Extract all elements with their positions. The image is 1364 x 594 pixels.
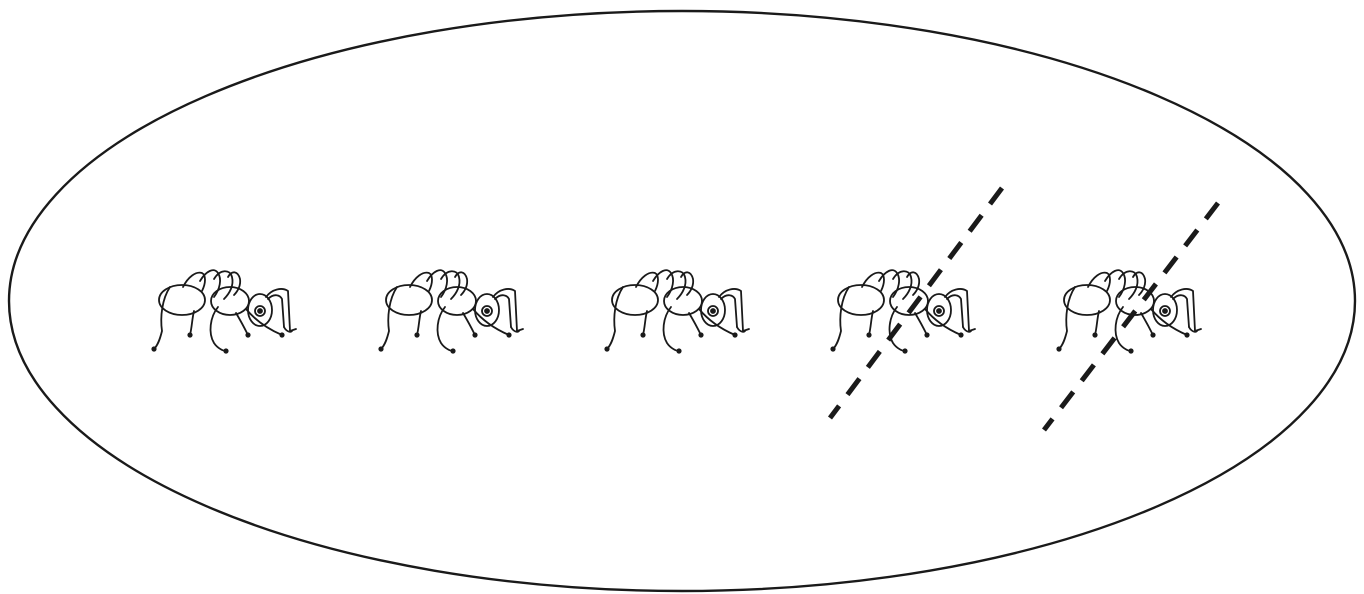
ant-1: [151, 270, 296, 353]
ant-leg: [236, 313, 248, 335]
ant-foot: [924, 332, 929, 337]
ant-foot: [958, 332, 963, 337]
ant-abdomen: [159, 285, 205, 315]
ant-foot: [279, 332, 284, 337]
ant-foot: [187, 332, 192, 337]
ant-leg: [463, 313, 475, 335]
ant-pupil: [485, 309, 489, 313]
ant-foot: [640, 332, 645, 337]
cross-out-dashed-line: [1044, 203, 1218, 430]
ant-foot: [1150, 332, 1155, 337]
cross-out-dashed-line: [830, 188, 1002, 418]
ant-4: [830, 270, 975, 353]
ant-foot: [604, 346, 609, 351]
ant-foot: [506, 332, 511, 337]
ant-abdomen: [386, 285, 432, 315]
ant-pupil: [258, 309, 262, 313]
ant-antenna-tip: [517, 329, 523, 331]
ant-antenna-tip: [290, 329, 296, 331]
ant-foot: [1056, 346, 1061, 351]
ant-foot: [378, 346, 383, 351]
ant-foot: [245, 332, 250, 337]
ant-leg: [833, 287, 849, 349]
ant-foot: [223, 348, 228, 353]
ant-foot: [1128, 348, 1133, 353]
ant-3: [604, 270, 749, 353]
ant-antenna-tip: [743, 329, 749, 331]
ant-foot: [902, 348, 907, 353]
ant-foot: [698, 332, 703, 337]
ant-foot: [472, 332, 477, 337]
ant-antenna-tip: [1195, 329, 1201, 331]
ants-group: [151, 270, 1201, 353]
ant-pupil: [1163, 309, 1167, 313]
ant-upper-leg: [410, 273, 432, 291]
ant-leg: [607, 287, 623, 349]
ant-leg: [1141, 313, 1153, 335]
ant-foot: [151, 346, 156, 351]
ant-pupil: [937, 309, 941, 313]
ant-antenna-tip: [969, 329, 975, 331]
ant-upper-leg: [862, 273, 884, 291]
ant-foot: [866, 332, 871, 337]
ant-upper-leg: [183, 273, 205, 291]
ant-leg: [154, 287, 170, 349]
ant-foot: [732, 332, 737, 337]
ant-foot: [1184, 332, 1189, 337]
ant-foot: [450, 348, 455, 353]
ant-leg: [915, 313, 927, 335]
ant-foot: [830, 346, 835, 351]
ant-abdomen: [838, 285, 884, 315]
ant-2: [378, 270, 523, 353]
ant-foot: [1092, 332, 1097, 337]
ant-foot: [676, 348, 681, 353]
ant-pupil: [711, 309, 715, 313]
ant-leg: [1059, 287, 1075, 349]
ant-abdomen: [612, 285, 658, 315]
ant-upper-leg: [1088, 273, 1110, 291]
ant-leg: [689, 313, 701, 335]
ant-abdomen: [1064, 285, 1110, 315]
ant-upper-leg: [636, 273, 658, 291]
ant-foot: [414, 332, 419, 337]
ant-leg: [381, 287, 397, 349]
ant-5: [1056, 270, 1201, 353]
